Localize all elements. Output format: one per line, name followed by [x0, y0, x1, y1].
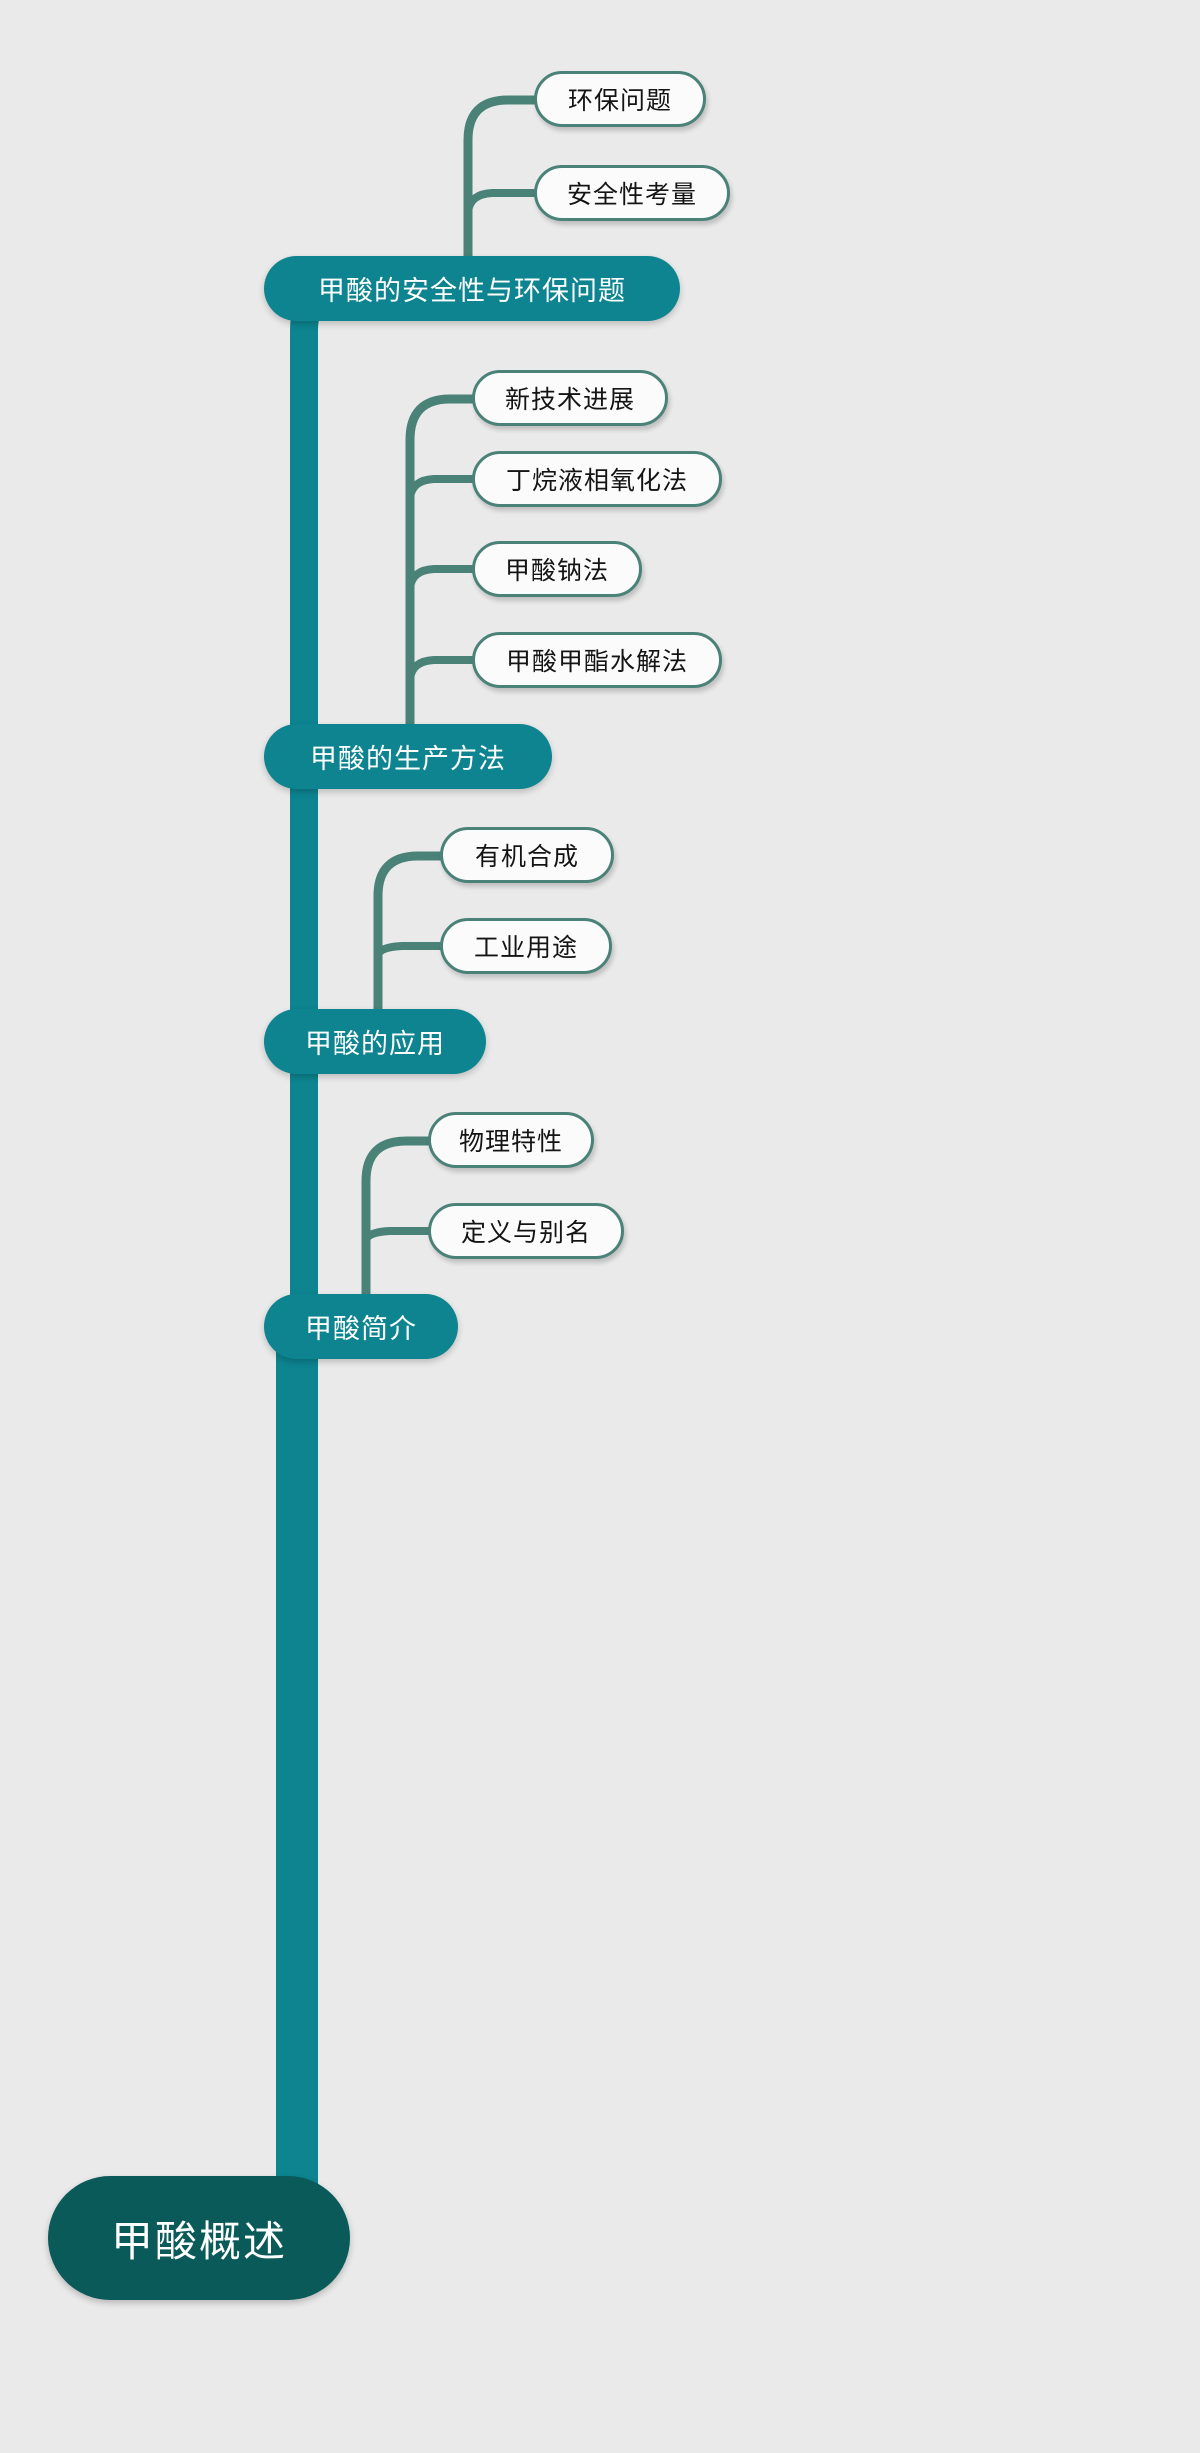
- connector-production-to-butane: [406, 475, 476, 502]
- leaf-node-definition-and-aliases[interactable]: 定义与别名: [428, 1203, 624, 1259]
- leaf-node-safety-considerations[interactable]: 安全性考量: [534, 165, 730, 221]
- subspine-intro: [361, 1136, 433, 1321]
- connector-production-to-sodiumformate: [406, 565, 476, 592]
- leaf-node-organic-synthesis[interactable]: 有机合成: [440, 827, 614, 883]
- leaf-node-industrial-uses[interactable]: 工业用途: [440, 918, 612, 974]
- branch-node-intro-label: 甲酸简介: [305, 1314, 417, 1344]
- leaf-node-industrial-uses-label: 工业用途: [473, 934, 578, 962]
- leaf-node-safety-considerations-label: 安全性考量: [566, 181, 697, 209]
- leaf-node-new-technology[interactable]: 新技术进展: [472, 370, 668, 426]
- branch-node-application[interactable]: 甲酸的应用: [264, 1009, 486, 1074]
- leaf-node-physical-properties-label: 物理特性: [458, 1128, 563, 1156]
- branch-node-safety-label: 甲酸的安全性与环保问题: [318, 276, 626, 306]
- leaf-node-methyl-formate-hydrolysis-label: 甲酸甲酯水解法: [505, 648, 688, 676]
- leaf-node-butane-liquid-oxidation-label: 丁烷液相氧化法: [505, 467, 688, 495]
- leaf-node-sodium-formate-method[interactable]: 甲酸钠法: [472, 541, 642, 597]
- root-node[interactable]: 甲酸概述: [48, 2176, 350, 2300]
- subspine-production: [405, 394, 477, 749]
- branch-node-production-label: 甲酸的生产方法: [310, 744, 506, 774]
- subspine-safety: [463, 95, 539, 285]
- connector-safety-to-safetyconsider: [464, 189, 538, 216]
- connector-application-to-industrial: [374, 942, 444, 959]
- leaf-node-butane-liquid-oxidation[interactable]: 丁烷液相氧化法: [472, 451, 722, 507]
- leaf-node-sodium-formate-method-label: 甲酸钠法: [504, 557, 609, 585]
- connector-intro-to-definition: [362, 1227, 432, 1244]
- root-node-label: 甲酸概述: [110, 2217, 287, 2265]
- branch-node-safety[interactable]: 甲酸的安全性与环保问题: [264, 256, 680, 321]
- leaf-node-environmental-issues[interactable]: 环保问题: [534, 71, 706, 127]
- branch-node-production[interactable]: 甲酸的生产方法: [264, 724, 552, 789]
- leaf-node-environmental-issues-label: 环保问题: [567, 87, 672, 115]
- leaf-node-new-technology-label: 新技术进展: [504, 386, 635, 414]
- leaf-node-organic-synthesis-label: 有机合成: [474, 843, 579, 871]
- leaf-node-methyl-formate-hydrolysis[interactable]: 甲酸甲酯水解法: [472, 632, 722, 688]
- leaf-node-physical-properties[interactable]: 物理特性: [428, 1112, 594, 1168]
- leaf-node-definition-and-aliases-label: 定义与别名: [460, 1219, 591, 1247]
- subspine-application: [373, 851, 445, 1035]
- branch-node-application-label: 甲酸的应用: [305, 1029, 445, 1059]
- connector-production-to-methylformate: [406, 656, 476, 683]
- branch-node-intro[interactable]: 甲酸简介: [264, 1294, 458, 1359]
